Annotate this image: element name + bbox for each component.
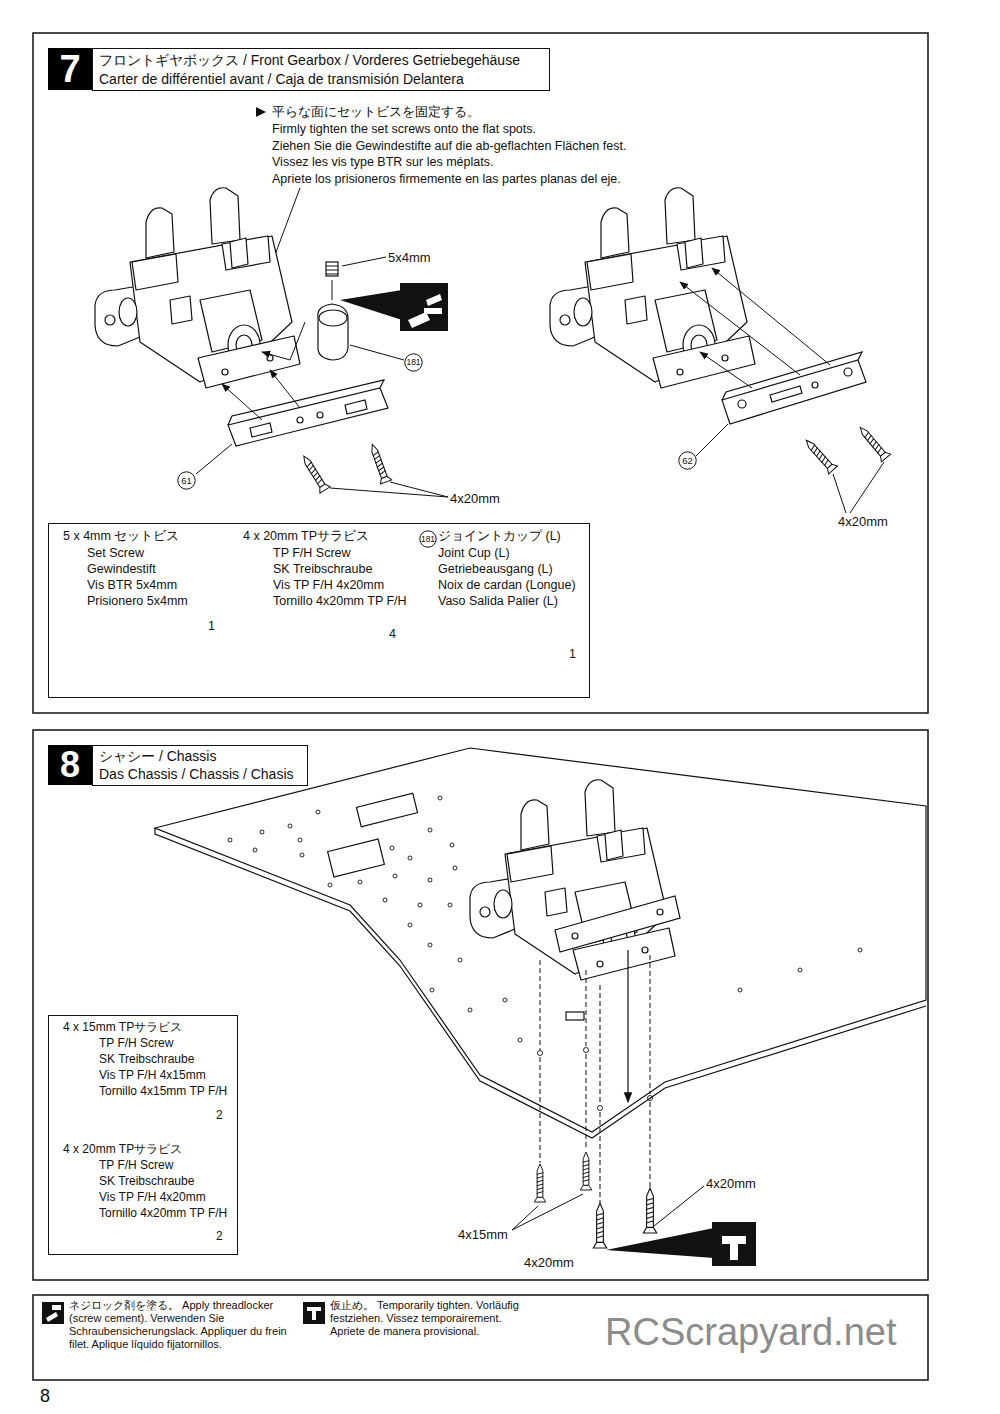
part-number-circle: 62	[678, 451, 697, 470]
label-text: 4 x 20mm TPサラビス	[63, 1142, 182, 1156]
label-text: 2	[216, 1108, 223, 1122]
step-number-text: 7	[59, 50, 80, 88]
label-text: Tornillo 4x15mm TP F/H	[99, 1084, 227, 1098]
label-text: SK Treibschraube	[99, 1052, 194, 1066]
label-text: Getriebeausgang (L)	[438, 562, 553, 577]
parts-list-box: 4 x 15mm TPサラビス TP F/H Screw SK Treibschra…	[48, 1015, 238, 1255]
circle-outline-shape	[679, 452, 696, 469]
legend-text: 仮止め。 Temporarily tighten. Vorläufig fest…	[330, 1299, 530, 1338]
label-text: Vaso Salida Palier (L)	[438, 594, 558, 609]
label-text: SK Treibschraube	[273, 562, 372, 577]
callout-number: 61	[181, 476, 192, 486]
label-text: Tornillo 4x20mm TP F/H	[273, 594, 407, 609]
watermark: RCScrapyard.net	[605, 1310, 896, 1356]
label-text: Noix de cardan (Longue)	[438, 578, 576, 593]
dimension-label: 4x20mm	[524, 1255, 574, 1271]
dimension-label: 4x15mm	[458, 1227, 508, 1243]
step-number-text: 8	[60, 747, 80, 783]
label-text: TP F/H Screw	[273, 546, 351, 561]
circle-outline-shape	[405, 354, 422, 371]
label-text: Carter de différentiel avant / Caja de t…	[99, 71, 464, 88]
page-number: 8	[40, 1386, 50, 1408]
dimension-label: 5x4mm	[388, 250, 431, 266]
note-text: Apriete los prisioneros firmemente en la…	[272, 172, 621, 187]
label-text: シャシー / Chassis	[99, 748, 216, 765]
label-text: ジョイントカップ (L)	[438, 529, 561, 544]
step-number: 8	[48, 745, 92, 785]
parts-list-box: 5 x 4mm セットビス Set ScrewGewindestiftVis BT…	[48, 523, 590, 698]
label-text: 1	[569, 647, 576, 662]
dimension-label: 4x20mm	[838, 514, 888, 530]
label-text: Das Chassis / Chassis / Chasis	[99, 766, 294, 783]
step-title-box: シャシー / ChassisDas Chassis / Chassis / Ch…	[92, 745, 308, 786]
note-text: 平らな面にセットビスを固定する。	[272, 105, 480, 120]
label-text: 4 x 20mm TPサラビス	[243, 529, 369, 544]
circle-outline-shape	[420, 531, 436, 547]
label-text: Tornillo 4x20mm TP F/H	[99, 1206, 227, 1220]
label-text: Vis TP F/H 4x15mm	[99, 1068, 206, 1082]
label-text: Vis TP F/H 4x20mm	[273, 578, 384, 593]
label-text: 1	[208, 619, 215, 634]
note-text: Ziehen Sie die Gewindestifte auf die ab-…	[272, 139, 626, 154]
callout-number: 181	[406, 358, 420, 367]
label-text: SK Treibschraube	[99, 1174, 194, 1188]
label-text: 2	[216, 1229, 223, 1243]
label-text: Vis TP F/H 4x20mm	[99, 1190, 206, 1204]
circle-outline-shape	[178, 472, 195, 489]
part-number-circle: 181	[404, 353, 423, 372]
part-number-circle: 61	[177, 471, 196, 490]
label-text: Vis BTR 5x4mm	[87, 578, 177, 593]
part-number-circle: 181	[419, 530, 437, 548]
dimension-label: 4x20mm	[450, 491, 500, 507]
label-text: Joint Cup (L)	[438, 546, 510, 561]
step-title-box: フロントギヤボックス / Front Gearbox / Vorderes Ge…	[92, 48, 550, 91]
callout-number: 181	[421, 535, 435, 544]
label-text: フロントギヤボックス / Front Gearbox / Vorderes Ge…	[99, 52, 520, 69]
label-text: Prisionero 5x4mm	[87, 594, 188, 609]
step-number: 7	[48, 48, 92, 90]
label-text: Set Screw	[87, 546, 144, 561]
label-text: TP F/H Screw	[99, 1036, 173, 1050]
dimension-label: 4x20mm	[706, 1176, 756, 1192]
label-text: 4 x 15mm TPサラビス	[63, 1020, 182, 1034]
label-text: 4	[389, 627, 396, 642]
label-text: TP F/H Screw	[99, 1158, 173, 1172]
note-text: Vissez les vis type BTR sur les méplats.	[272, 155, 493, 170]
legend-text: ネジロック剤を塗る。 Apply threadlocker (screw cem…	[69, 1299, 297, 1351]
label-text: 5 x 4mm セットビス	[63, 529, 179, 544]
callout-number: 62	[682, 456, 693, 466]
label-text: Gewindestift	[87, 562, 156, 577]
note-text: Firmly tighten the set screws onto the f…	[272, 122, 536, 137]
